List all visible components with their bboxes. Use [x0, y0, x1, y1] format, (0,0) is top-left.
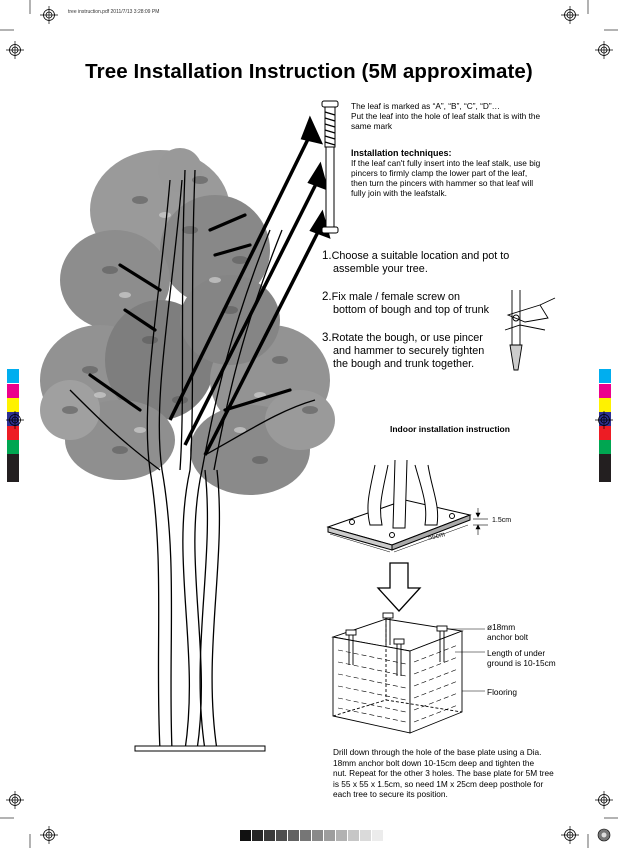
down-arrow-icon — [378, 563, 420, 611]
pincer-screw-icon — [505, 290, 555, 370]
registration-mark-icon — [40, 826, 58, 844]
registration-mark-icon — [595, 791, 613, 809]
gray-target-icon — [598, 829, 610, 841]
tree-base — [135, 746, 265, 751]
base-plate-icon — [328, 460, 470, 550]
registration-mark-icon — [595, 411, 613, 429]
thickness-dimension — [473, 508, 488, 535]
registration-mark-icon — [561, 826, 579, 844]
ground-box-icon — [333, 619, 462, 733]
leaf-stalk-icon — [322, 101, 338, 233]
registration-mark-icon — [595, 41, 613, 59]
registration-mark-icon — [6, 791, 24, 809]
registration-mark-icon — [561, 6, 579, 24]
registration-mark-icon — [6, 41, 24, 59]
registration-mark-icon — [6, 411, 24, 429]
registration-mark-icon — [40, 6, 58, 24]
